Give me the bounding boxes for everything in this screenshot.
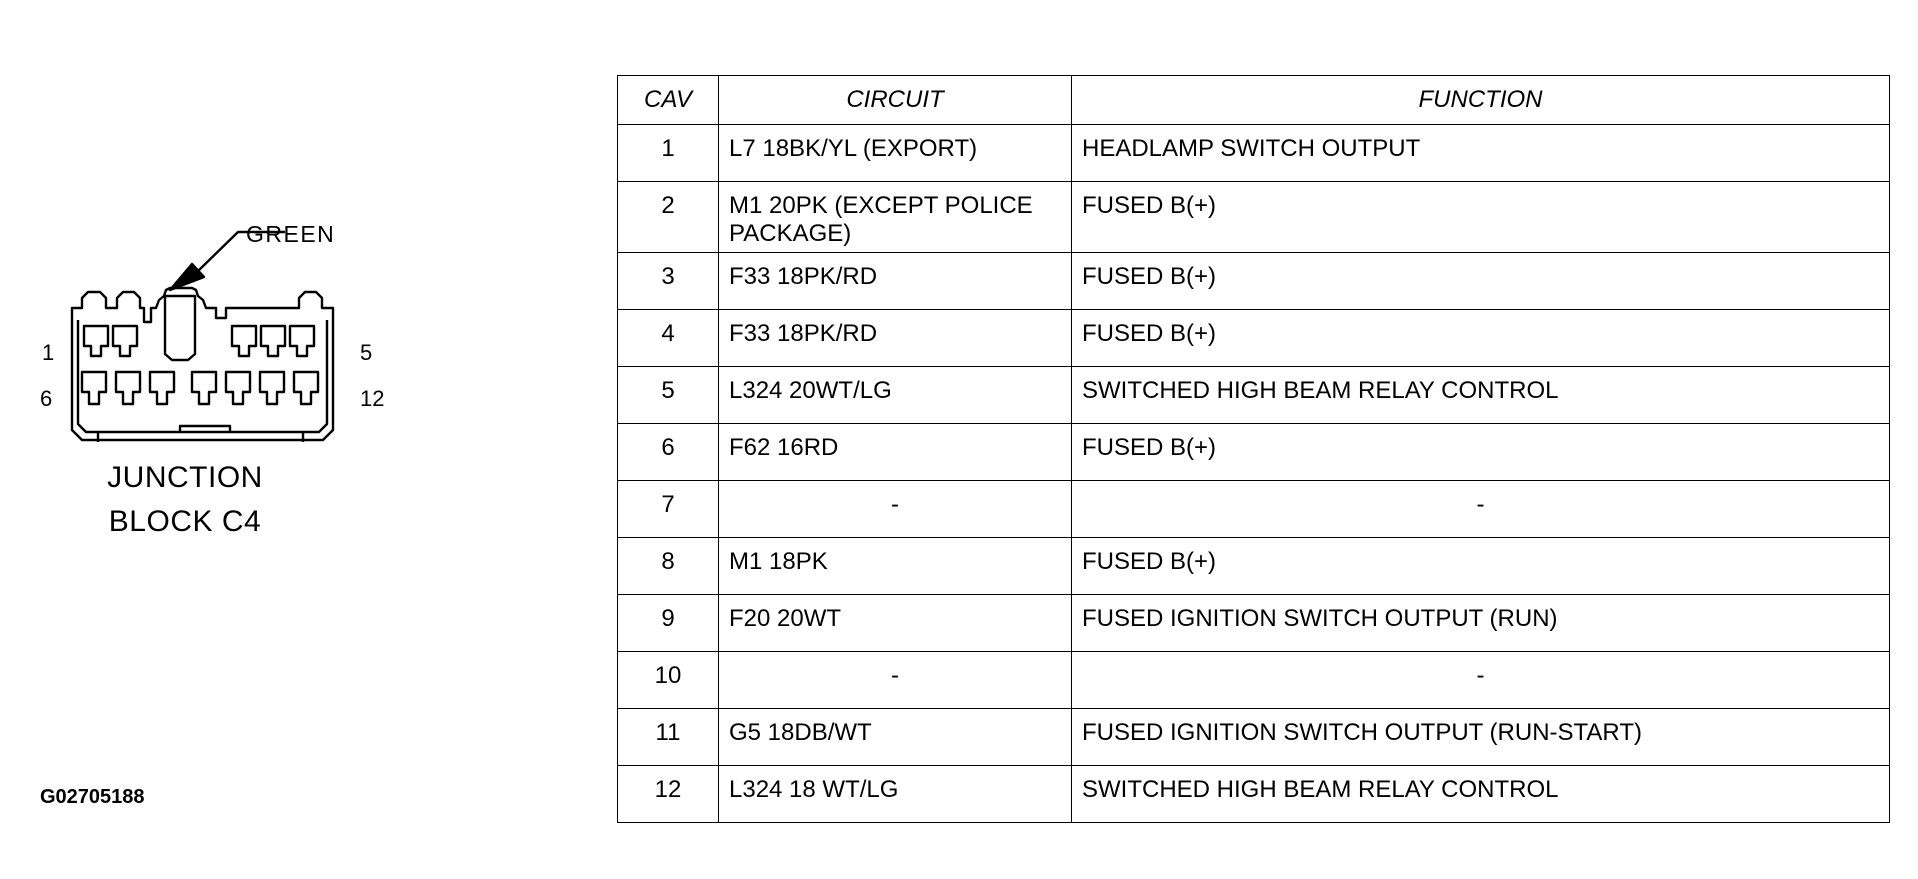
cell-circuit: F20 20WT bbox=[718, 594, 1072, 652]
connector-inner-frame bbox=[76, 320, 329, 434]
cell-circuit: M1 18PK bbox=[718, 537, 1072, 595]
connector-caption-line-2: BLOCK C4 bbox=[108, 505, 262, 538]
cell-circuit: L324 20WT/LG bbox=[718, 366, 1072, 424]
cell-circuit: L7 18BK/YL (EXPORT) bbox=[718, 124, 1072, 182]
lock-tab bbox=[163, 294, 197, 362]
connector-diagram: GREEN 1 5 6 12 bbox=[40, 221, 384, 442]
connector-bottom-rail bbox=[96, 424, 305, 442]
pin-label-bottom-right: 12 bbox=[360, 386, 384, 411]
cell-function: HEADLAMP SWITCH OUTPUT bbox=[1071, 124, 1890, 182]
connector-caption-line-1: JUNCTION bbox=[107, 461, 263, 494]
cell-circuit: - bbox=[718, 480, 1072, 538]
cell-cav: 12 bbox=[617, 765, 719, 823]
cell-cav: 1 bbox=[617, 124, 719, 182]
pin-label-top-left: 1 bbox=[42, 340, 54, 365]
table-row: 7-- bbox=[617, 480, 1890, 538]
cell-function: - bbox=[1071, 651, 1890, 709]
cell-circuit: F33 18PK/RD bbox=[718, 252, 1072, 310]
bottom-row-cavities bbox=[80, 370, 320, 406]
header-circuit: CIRCUIT bbox=[718, 75, 1072, 125]
cell-cav: 4 bbox=[617, 309, 719, 367]
cell-function: FUSED B(+) bbox=[1071, 181, 1890, 253]
cell-cav: 11 bbox=[617, 708, 719, 766]
color-label: GREEN bbox=[246, 221, 335, 247]
cell-cav: 5 bbox=[617, 366, 719, 424]
color-arrowhead bbox=[168, 262, 206, 292]
color-leader-line bbox=[196, 230, 285, 273]
cell-circuit: F33 18PK/RD bbox=[718, 309, 1072, 367]
cell-cav: 2 bbox=[617, 181, 719, 253]
header-function: FUNCTION bbox=[1071, 75, 1890, 125]
cell-function: FUSED B(+) bbox=[1071, 309, 1890, 367]
pin-label-bottom-left: 6 bbox=[40, 386, 52, 411]
cell-function: FUSED B(+) bbox=[1071, 537, 1890, 595]
cell-circuit: - bbox=[718, 651, 1072, 709]
figure-id: G02705188 bbox=[40, 786, 145, 808]
cell-cav: 9 bbox=[617, 594, 719, 652]
cell-circuit: L324 18 WT/LG bbox=[718, 765, 1072, 823]
cell-function: FUSED B(+) bbox=[1071, 423, 1890, 481]
cell-cav: 10 bbox=[617, 651, 719, 709]
header-cav: CAV bbox=[617, 75, 719, 125]
top-row-cavities bbox=[82, 324, 316, 358]
cell-circuit: G5 18DB/WT bbox=[718, 708, 1072, 766]
cell-cav: 7 bbox=[617, 480, 719, 538]
cell-function: FUSED IGNITION SWITCH OUTPUT (RUN) bbox=[1071, 594, 1890, 652]
cell-cav: 8 bbox=[617, 537, 719, 595]
cell-function: - bbox=[1071, 480, 1890, 538]
cell-function: SWITCHED HIGH BEAM RELAY CONTROL bbox=[1071, 765, 1890, 823]
cell-cav: 3 bbox=[617, 252, 719, 310]
pin-label-top-right: 5 bbox=[360, 340, 372, 365]
cell-function: SWITCHED HIGH BEAM RELAY CONTROL bbox=[1071, 366, 1890, 424]
table-row: 10-- bbox=[617, 651, 1890, 709]
cell-function: FUSED IGNITION SWITCH OUTPUT (RUN-START) bbox=[1071, 708, 1890, 766]
cell-circuit: M1 20PK (EXCEPT POLICE PACKAGE) bbox=[718, 181, 1072, 253]
table-header-row: CAV CIRCUIT FUNCTION bbox=[617, 75, 1890, 125]
cell-circuit: F62 16RD bbox=[718, 423, 1072, 481]
cell-cav: 6 bbox=[617, 423, 719, 481]
connector-body bbox=[70, 286, 335, 442]
cell-function: FUSED B(+) bbox=[1071, 252, 1890, 310]
